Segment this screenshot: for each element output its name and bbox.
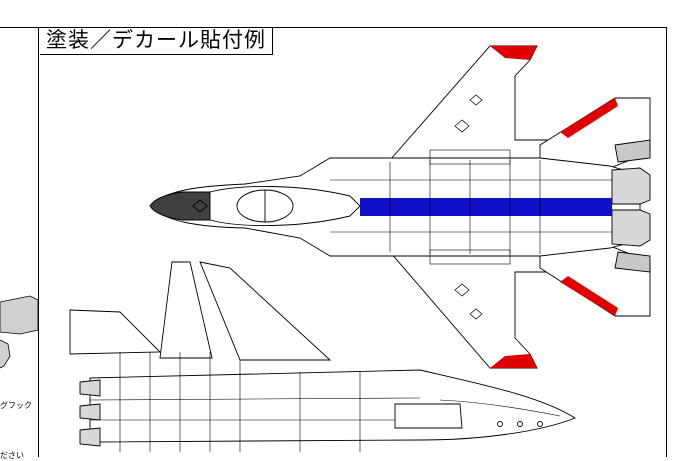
red-tip-upper-wing (490, 46, 537, 60)
grey-flat-upper (614, 139, 651, 163)
left-margin-part-drawing (0, 295, 39, 369)
margin-note-hook: グフック (0, 401, 32, 410)
page-title: 塗装／デカール貼付例 (40, 27, 273, 55)
nose-cone (149, 191, 211, 221)
side-vertical-tail (159, 261, 213, 359)
red-tip-lower-wing (490, 354, 537, 368)
upper-wing (389, 45, 561, 161)
side-rear-fin (69, 309, 162, 355)
frame-right-border (666, 27, 667, 457)
frame-left-border (38, 27, 39, 457)
red-tip-upper-tail (560, 98, 618, 138)
aircraft-top-view (149, 45, 651, 369)
aircraft-side-view (69, 261, 576, 452)
margin-note-please: ださい (0, 451, 24, 460)
frame-top-border (0, 27, 667, 28)
upper-nozzle (611, 167, 651, 205)
red-tip-lower-tail (560, 276, 618, 316)
blue-stripe (360, 198, 612, 216)
grey-flat-lower (614, 251, 651, 273)
lower-nozzle (611, 209, 651, 247)
